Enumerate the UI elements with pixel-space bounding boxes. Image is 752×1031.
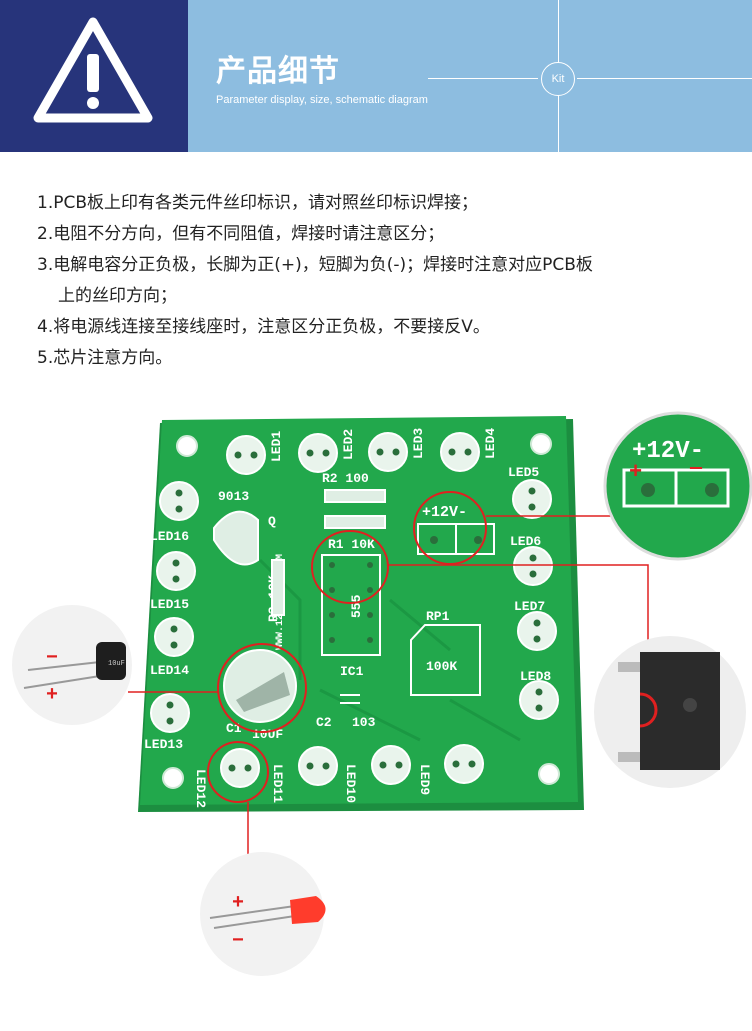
divider [428, 78, 538, 79]
silk-led6: LED6 [510, 534, 541, 549]
divider [577, 78, 752, 79]
silk-led13: LED13 [144, 737, 183, 752]
silk-led9: LED9 [417, 764, 432, 795]
highlight-circles [207, 491, 487, 803]
silk-led7: LED7 [514, 599, 545, 614]
ic-holes [329, 536, 482, 643]
component-outlines [213, 489, 495, 723]
silk-c1: C1 [226, 721, 242, 736]
led-zoom-callout: + − [200, 852, 326, 976]
note-item: 2.电阻不分方向，但有不同阻值，焊接时请注意区分； [37, 224, 445, 244]
silk-led15: LED15 [150, 597, 189, 612]
note-item: 4.将电源线连接至接线座时，注意区分正负极，不要接反V。 [37, 317, 490, 337]
silk-led8: LED8 [520, 669, 551, 684]
silk-led10: LED10 [343, 764, 358, 803]
silk-led12: LED12 [193, 769, 208, 808]
zoom-power-label: +12V- [632, 438, 704, 465]
silk-q-letter: Q [268, 514, 276, 529]
ic-socket [321, 554, 381, 656]
note-item: 5.芯片注意方向。 [37, 348, 173, 368]
silk-led14: LED14 [150, 663, 189, 678]
silk-r1: R1 10K [328, 537, 375, 552]
cap-value: 10uF [108, 660, 125, 668]
silk-rp-val: 100K [426, 659, 457, 674]
cap-plus: + [46, 684, 58, 707]
pcb-illustration: LED1 LED2 LED3 LED4 LED5 LED6 LED7 LED8 … [12, 411, 752, 976]
zoom-plus: + [629, 460, 642, 485]
solder-holes [166, 448, 543, 772]
warning-panel [0, 0, 188, 152]
silk-c2-val: 103 [352, 715, 376, 730]
cap-minus: − [46, 647, 58, 670]
silk-led2: LED2 [341, 429, 356, 460]
power-zoom-callout: +12V- + — [603, 411, 752, 561]
resistor-r3 [271, 559, 285, 616]
note-item: 1.PCB板上印有各类元件丝印标识，请对照丝印标识焊接； [37, 193, 479, 213]
silk-r2: R2 100 [322, 471, 369, 486]
resistor-r2 [324, 489, 386, 503]
capacitor-zoom-callout: 10uF − + [12, 605, 132, 725]
silk-led16: LED16 [150, 529, 189, 544]
silk-power: +12V- [422, 504, 467, 521]
led-minus: − [232, 930, 244, 953]
silk-q: 9013 [218, 489, 249, 504]
silk-led3: LED3 [411, 428, 426, 459]
assembly-notes: 1.PCB板上印有各类元件丝印标识，请对照丝印标识焊接； 2.电阻不分方向，但有… [37, 188, 737, 374]
transistor-q [213, 510, 259, 566]
resistor-r1 [324, 515, 386, 529]
note-item: 3.电解电容分正负极，长脚为正(+)，短脚为负(-)；焊接时注意对应PCB板 [37, 255, 593, 275]
silk-led5: LED5 [508, 465, 539, 480]
led-pads [150, 432, 559, 788]
warning-triangle-icon [33, 17, 153, 123]
silk-led11: LED11 [270, 764, 285, 803]
silk-rp: RP1 [426, 609, 450, 624]
page-title: 产品细节 [216, 54, 340, 89]
silk-ic: IC1 [340, 664, 364, 679]
led-plus: + [232, 892, 244, 915]
silk-c2: C2 [316, 715, 332, 730]
silk-ic-part: 555 [349, 594, 364, 618]
silk-led4: LED4 [483, 428, 498, 459]
page-subtitle: Parameter display, size, schematic diagr… [216, 94, 428, 106]
zoom-minus: — [689, 457, 703, 480]
header-banner: 产品细节 Parameter display, size, schematic … [0, 0, 752, 152]
rp1-outline [410, 624, 481, 696]
note-item-continued: 上的丝印方向； [58, 286, 177, 306]
silk-led1: LED1 [269, 431, 284, 462]
kit-badge: Kit [541, 62, 575, 96]
chip-zoom-callout [594, 636, 746, 788]
